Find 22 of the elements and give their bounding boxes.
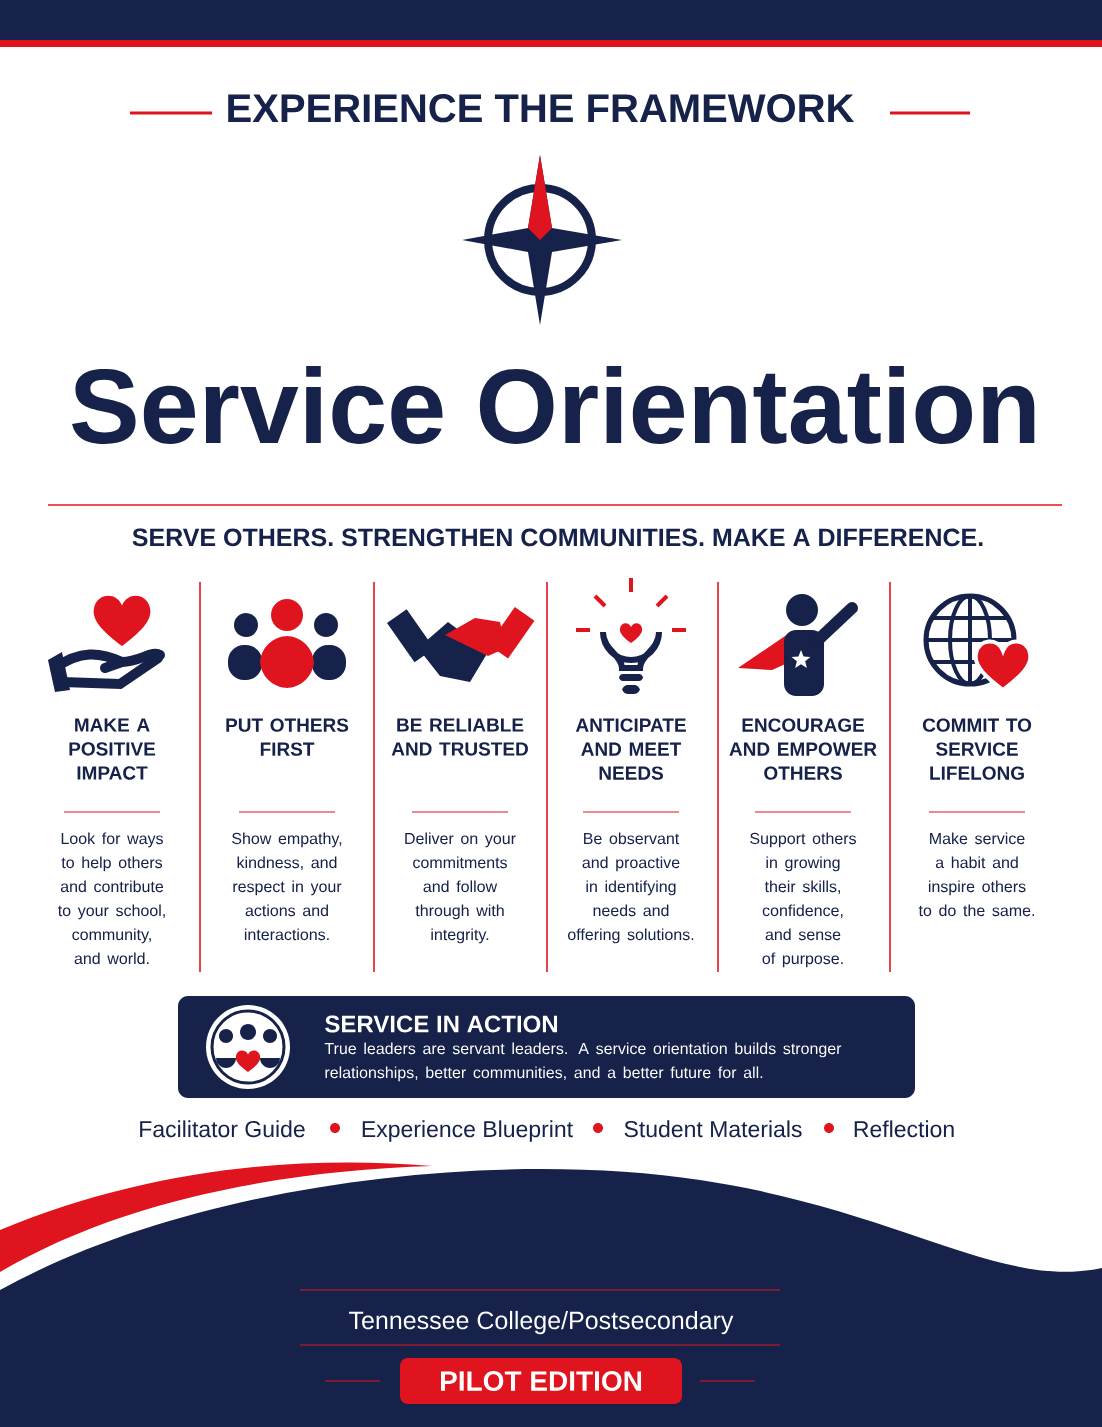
description-text: Make service a habit and inspire others to do the same. — [918, 832, 1034, 917]
info-banner: SERVICE IN ACTION True leaders are servant leaders. A service orientation builds stronger relationships, better communities, and a better future for all. — [178, 996, 915, 1098]
description-text: Support others in growing their skills, confidence, and sense of purpose. — [750, 832, 856, 968]
description-text: Be observant and proactive in identifying needs and offering solutions. — [568, 832, 694, 944]
edition-badge: PILOT EDITION — [400, 1358, 682, 1404]
subtitle-text: Tennessee College/Postsecondary — [349, 1310, 734, 1335]
link-text: Student Materials — [624, 1120, 802, 1138]
column-heading: PUT OTHERS FIRST — [226, 718, 349, 756]
column-heading: ANTICIPATE AND MEET NEEDS — [575, 718, 686, 780]
link-text: Experience Blueprint — [362, 1120, 573, 1142]
description-text: Deliver on your commitments and follow through with integrity. — [405, 832, 516, 944]
link-text: Reflection — [854, 1120, 954, 1138]
column-heading: BE RELIABLE AND TRUSTED — [391, 718, 528, 756]
column-heading: COMMIT TO SERVICE LIFELONG — [922, 718, 1032, 780]
description-text: Look for ways to help others and contribute to your school, community, and world. — [58, 832, 165, 965]
tagline-text: SERVE OTHERS. STRENGTHEN COMMUNITIES. MAKE A DIFFERENCE. — [132, 528, 983, 547]
heading-text: EXPERIENCE THE FRAMEWORK — [228, 94, 855, 123]
link-text: Facilitator Guide — [140, 1120, 305, 1138]
column-heading: MAKE A POSITIVE IMPACT — [69, 718, 156, 780]
column-heading: ENCOURAGE AND EMPOWER OTHERS — [729, 718, 877, 780]
description-text: Show empathy, kindness, and respect in your actions and interactions. — [232, 832, 342, 941]
title-text: Service Orientation — [72, 366, 1035, 444]
